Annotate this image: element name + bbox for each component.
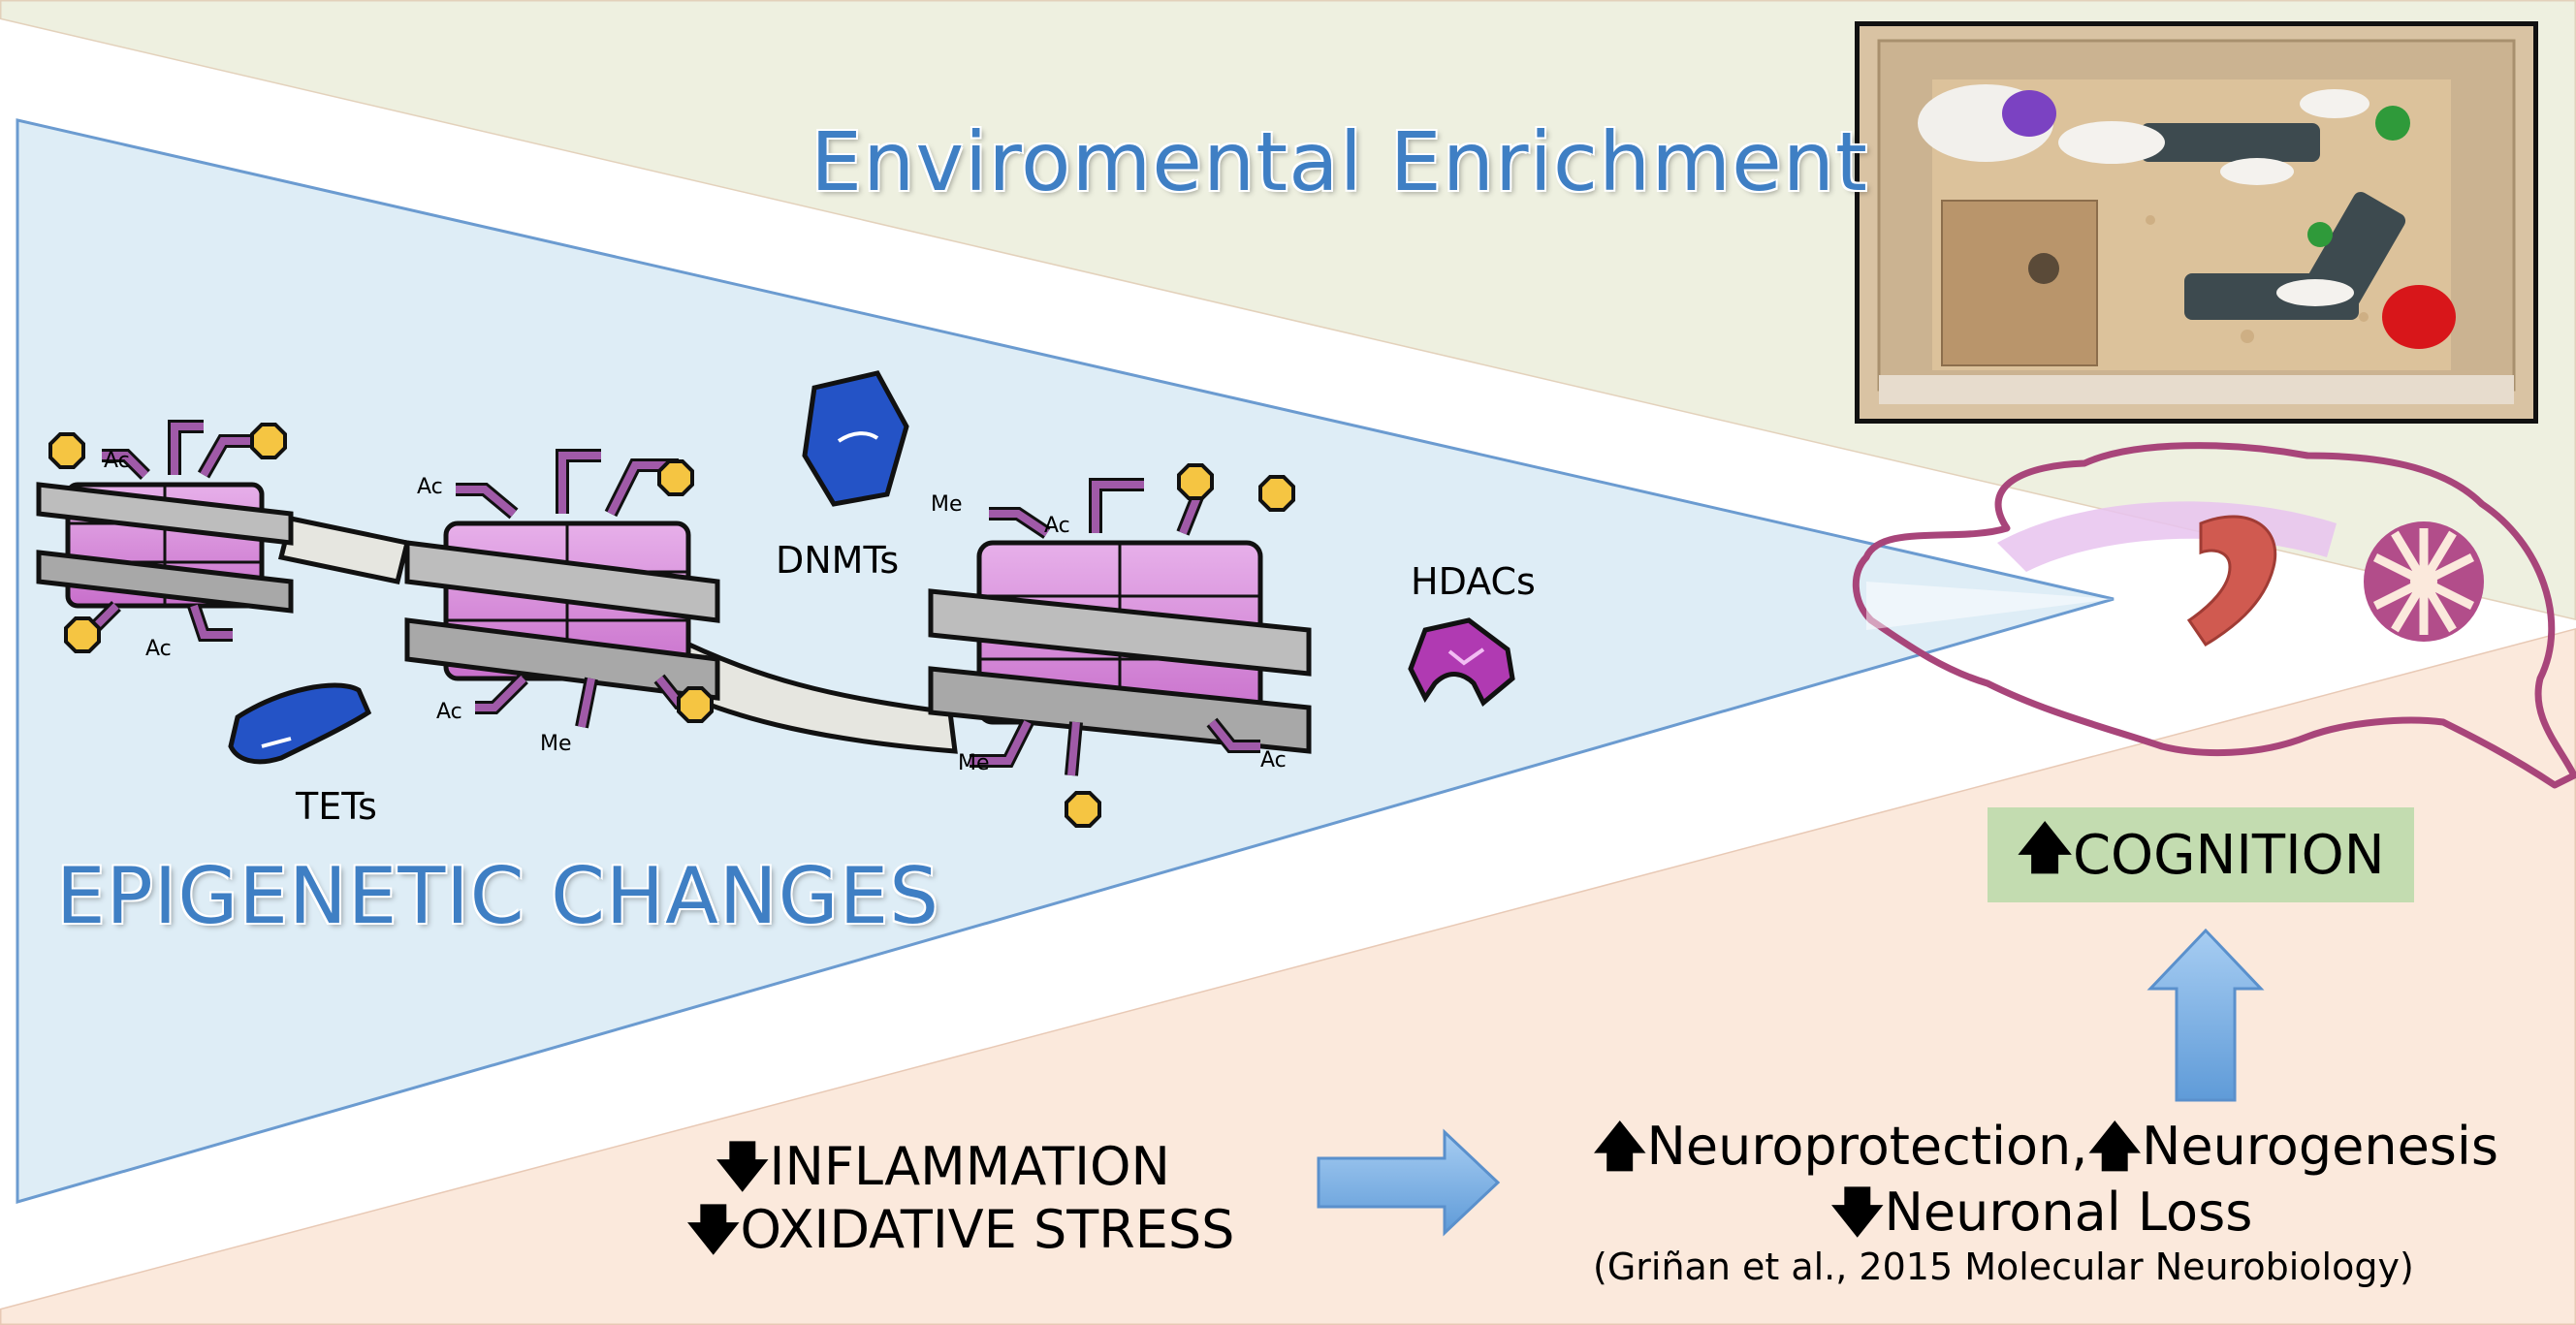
neuronal-loss-text: Neuronal Loss xyxy=(1884,1182,2253,1243)
arrow-up-shape xyxy=(2147,928,2265,1102)
arrow-right-shape xyxy=(1317,1128,1501,1237)
arrow-up-icon: 🡅 xyxy=(2087,1116,2142,1177)
brain-outline xyxy=(1852,442,2576,789)
acetyl-mark-label: Ac xyxy=(104,449,130,473)
arrow-up-icon: 🡅 xyxy=(1593,1116,1647,1177)
neuronal-loss-line: 🡇Neuronal Loss xyxy=(1830,1175,2252,1264)
methyl-mark-label: Me xyxy=(931,492,963,517)
methyl-mark-label: Me xyxy=(540,732,572,756)
cage-drawing xyxy=(1860,26,2533,419)
white-wedge-bottom xyxy=(0,620,2576,1309)
epigenetic-changes-title: EPIGENETIC CHANGES xyxy=(56,851,939,941)
nucleosome-3 xyxy=(928,478,1312,776)
enriched-cage-photo xyxy=(1855,21,2538,424)
oxidative-stress-line: 🡇OXIDATIVE STRESS xyxy=(686,1192,1234,1281)
methyl-mark-label: Me xyxy=(958,751,990,775)
dnmt-enzyme-shape xyxy=(802,370,909,507)
acetyl-mark-label: Ac xyxy=(436,700,462,724)
hdacs-label: HDACs xyxy=(1411,560,1536,603)
oxidative-stress-text: OXIDATIVE STRESS xyxy=(740,1199,1235,1260)
arrow-down-icon: 🡇 xyxy=(716,1136,770,1197)
brain-illustration xyxy=(1852,442,2576,789)
acetyl-mark-label: Ac xyxy=(417,475,443,499)
acetyl-mark-label: Ac xyxy=(145,637,172,661)
tet-enzyme-shape xyxy=(228,682,372,765)
citation-text: (Griñan et al., 2015 Molecular Neurobiol… xyxy=(1593,1246,2414,1288)
arrow-down-icon: 🡇 xyxy=(1830,1182,1885,1243)
chromatin-fiber xyxy=(277,516,958,754)
inflammation-text: INFLAMMATION xyxy=(769,1136,1170,1197)
white-wedge-top xyxy=(0,19,2576,630)
neuro-line: 🡅Neuroprotection,🡅Neurogenesis xyxy=(1593,1109,2498,1198)
acetyl-mark-label: Ac xyxy=(1044,514,1070,538)
tets-label: TETs xyxy=(296,785,377,828)
neurogenesis-text: Neurogenesis xyxy=(2141,1116,2499,1177)
cerebellum-shape xyxy=(2364,521,2484,642)
hippocampus-shape xyxy=(2186,515,2277,647)
cognition-box: 🡅COGNITION xyxy=(1988,807,2414,902)
neuroprotection-text: Neuroprotection, xyxy=(1646,1116,2088,1177)
arrow-down-icon: 🡇 xyxy=(686,1199,741,1260)
modification-marks xyxy=(48,423,1295,828)
inflammation-line: 🡇INFLAMMATION xyxy=(716,1129,1170,1218)
dnmts-label: DNMTs xyxy=(776,539,900,582)
environmental-enrichment-title: Enviromental Enrichment xyxy=(811,114,1868,209)
arrow-up-icon: 🡅 xyxy=(2017,816,2073,880)
cognition-text: COGNITION xyxy=(2072,823,2385,887)
acetyl-mark-label: Ac xyxy=(1260,748,1287,773)
